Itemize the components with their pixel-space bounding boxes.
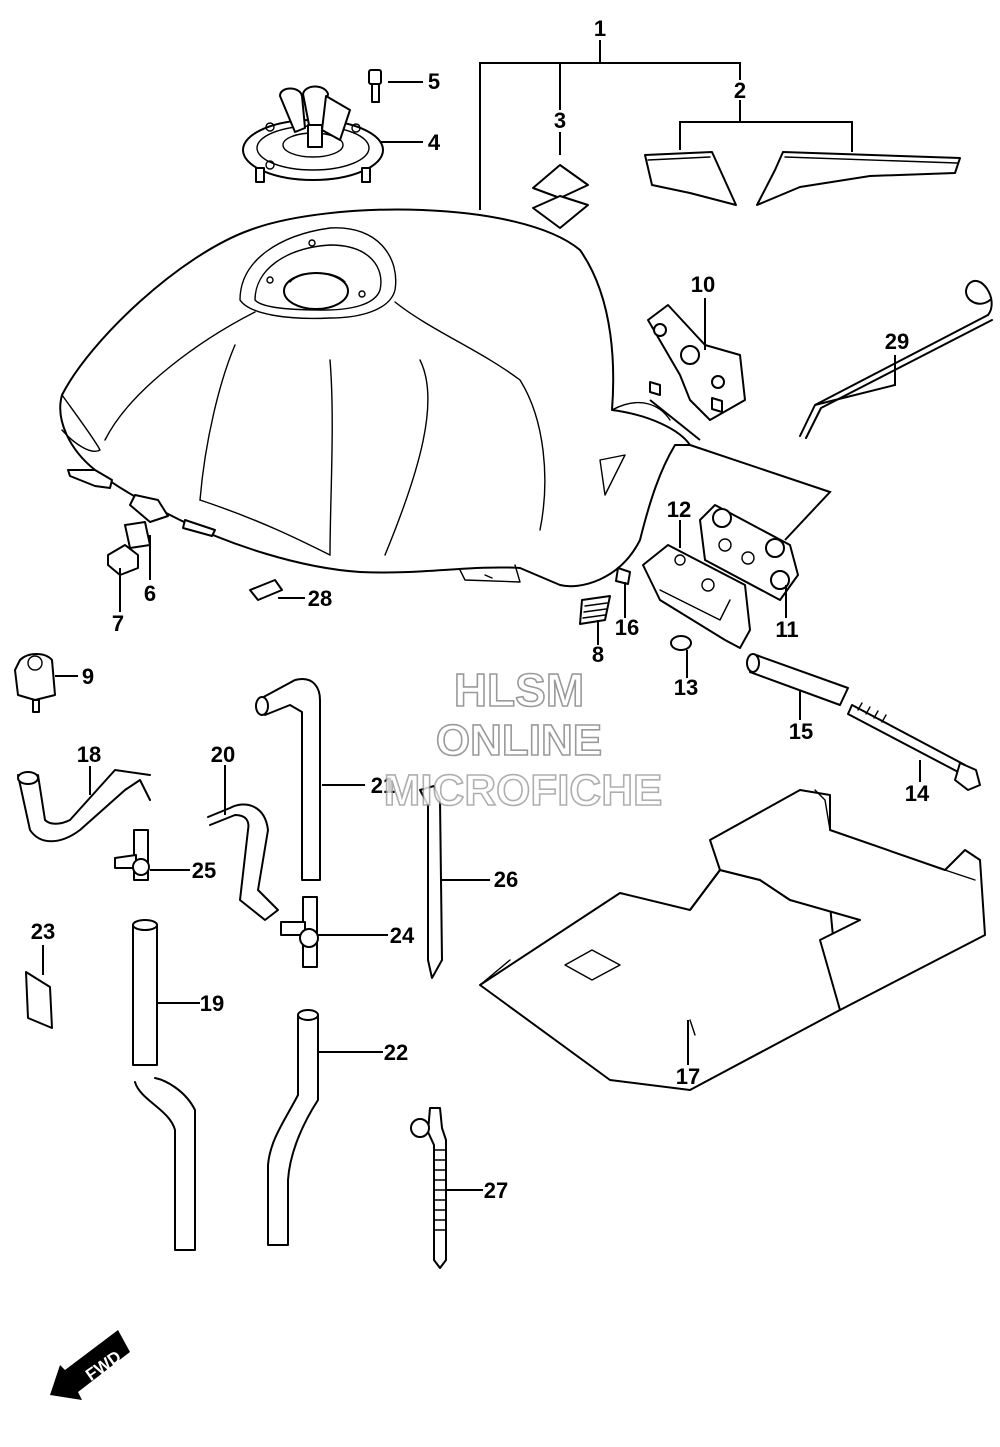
callout-15: 15 — [789, 719, 813, 744]
callout-18: 18 — [77, 742, 101, 767]
callout-13: 13 — [674, 675, 698, 700]
callout-22: 22 — [384, 1040, 408, 1065]
hoses — [17, 678, 447, 1269]
callout-19: 19 — [200, 991, 224, 1016]
callout-12: 12 — [667, 497, 691, 522]
callout-25: 25 — [192, 858, 216, 883]
callout-27: 27 — [484, 1178, 508, 1203]
watermark: HLSM ONLINE MICROFICHE — [383, 663, 663, 816]
callout-23: 23 — [31, 919, 55, 944]
callout-11: 11 — [775, 617, 798, 642]
suzuki-emblem — [532, 164, 589, 229]
callout-6: 6 — [144, 581, 156, 606]
callout-24: 24 — [390, 923, 415, 948]
callout-20: 20 — [211, 742, 235, 767]
cap-screw — [368, 69, 382, 103]
callout-8: 8 — [592, 642, 604, 667]
callout-10: 10 — [691, 272, 715, 297]
callout-1: 1 — [594, 16, 606, 41]
hinge-assembly — [579, 504, 981, 791]
callout-14: 14 — [905, 781, 930, 806]
tank-tray — [479, 789, 986, 1091]
watermark-line-3: MICROFICHE — [384, 766, 663, 815]
left-small-parts — [14, 521, 283, 713]
callout-21: 21 — [371, 773, 395, 798]
tank-front-bracket — [647, 304, 746, 421]
callout-17: 17 — [676, 1064, 700, 1089]
watermark-line-1: HLSM — [454, 664, 584, 716]
callout-16: 16 — [615, 615, 639, 640]
callout-28: 28 — [308, 586, 332, 611]
callout-3: 3 — [554, 108, 566, 133]
leader-lines — [42, 40, 921, 1191]
callouts: 1 2 3 4 5 6 7 8 9 10 11 12 13 14 15 16 1… — [31, 16, 930, 1203]
callout-4: 4 — [428, 130, 441, 155]
callout-2: 2 — [734, 78, 746, 103]
callout-5: 5 — [428, 69, 440, 94]
tank-side-covers — [644, 151, 961, 206]
callout-26: 26 — [494, 867, 518, 892]
fuel-tank — [59, 208, 691, 588]
watermark-line-2: ONLINE — [436, 716, 602, 765]
callout-7: 7 — [112, 611, 124, 636]
callout-29: 29 — [885, 329, 909, 354]
fuel-cap — [242, 85, 384, 183]
fwd-arrow-icon: FWD — [50, 1330, 130, 1400]
callout-9: 9 — [82, 664, 94, 689]
